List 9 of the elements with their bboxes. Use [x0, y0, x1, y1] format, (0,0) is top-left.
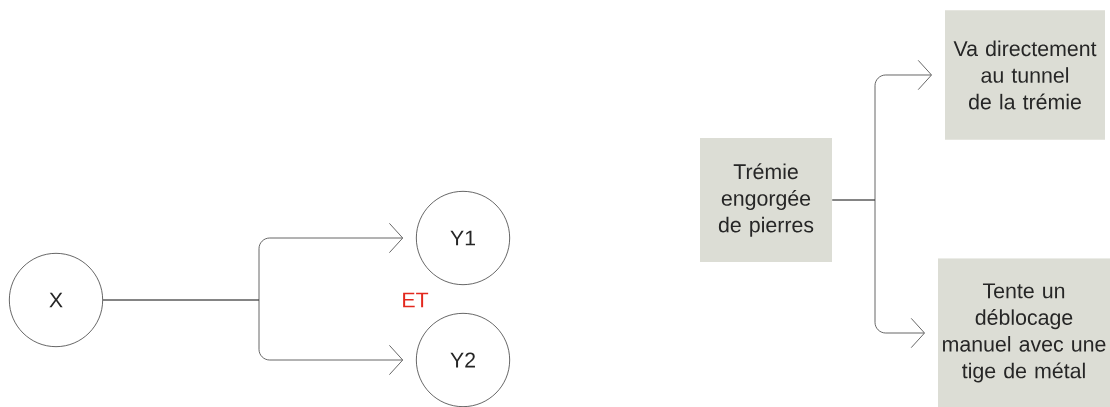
text-box: Va directement au tunnel de la trémie	[945, 10, 1105, 140]
circle-node: Y1	[415, 190, 511, 286]
arrow	[102, 299, 404, 376]
text-box: Tente un déblocage manuel avec une tige de métal	[938, 258, 1110, 407]
circle-node: Y2	[415, 312, 511, 407]
text-box: Trémie engorgée de pierres	[700, 138, 832, 262]
arrow	[831, 199, 925, 349]
operator-label: ET	[403, 292, 429, 308]
circle-node: X	[8, 252, 104, 348]
